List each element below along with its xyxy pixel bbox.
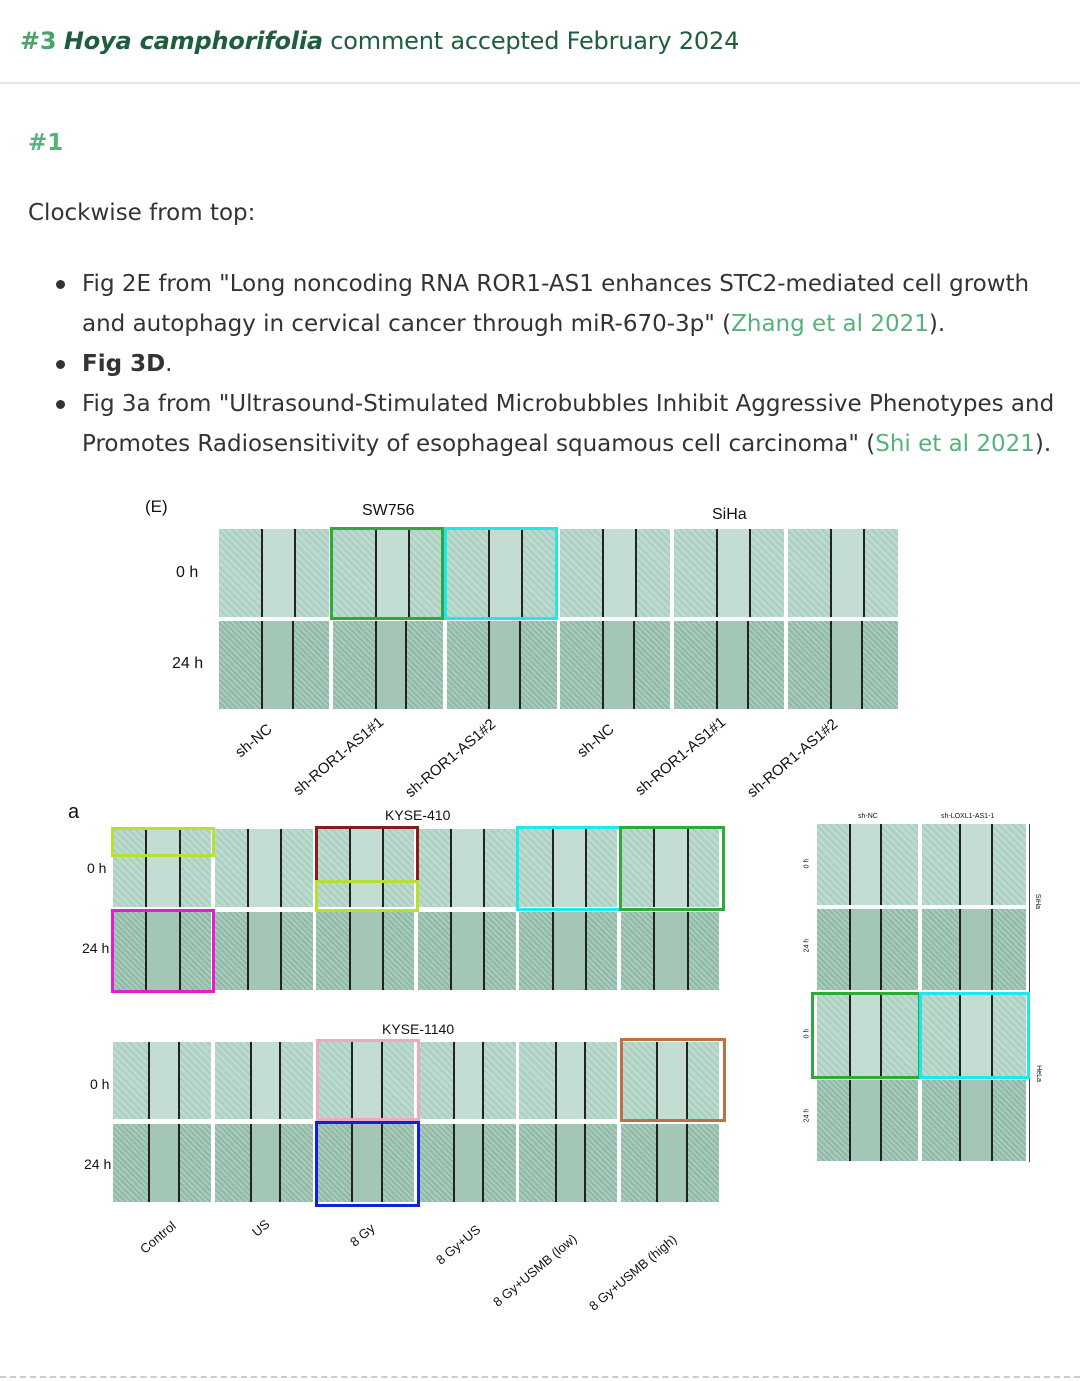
micrograph-panel	[214, 1042, 313, 1119]
micrograph-panel	[674, 621, 785, 709]
micrograph-panel	[214, 829, 313, 907]
micrograph-panel	[788, 529, 898, 617]
micrograph-panel	[922, 909, 1026, 990]
row-label: 24 h	[84, 1156, 112, 1172]
item-text: ).	[1034, 431, 1052, 457]
column-label: US	[249, 1216, 273, 1240]
item-text: ).	[928, 311, 946, 337]
micrograph-panel	[922, 824, 1026, 905]
micrograph-panel	[817, 1080, 918, 1161]
row-label: 24 h	[803, 1108, 811, 1123]
sub-comment-number: #1	[28, 130, 64, 156]
comment-status: comment accepted February 2024	[322, 27, 740, 55]
micrograph-panel	[519, 1124, 618, 1202]
column-label: sh-NC	[858, 813, 878, 820]
column-label: sh-NC	[574, 720, 618, 762]
micrograph-panel	[332, 621, 443, 709]
column-label: Control	[137, 1218, 179, 1257]
micrograph-panel	[219, 529, 329, 617]
list-item: Fig 3D.	[56, 344, 1058, 384]
micrograph-panel	[332, 529, 443, 617]
panel-label: (E)	[145, 497, 168, 516]
micrograph-panel	[113, 1124, 211, 1202]
comment-number: #3	[20, 27, 57, 55]
micrograph-panel	[519, 912, 618, 990]
item-text: Fig 2E from "Long noncoding RNA ROR1-AS1…	[82, 271, 1030, 337]
footer-divider	[0, 1376, 1080, 1378]
side-label: HeLa	[1034, 1065, 1042, 1082]
comment-title: #3 Hoya camphorifolia comment accepted F…	[20, 27, 739, 55]
micrograph-panel	[417, 912, 516, 990]
micrograph-panel	[214, 912, 313, 990]
micrograph-panel	[219, 621, 329, 709]
micrograph-panel	[446, 621, 557, 709]
item-text: .	[165, 351, 173, 377]
column-label: 8 Gy	[347, 1220, 378, 1250]
micrograph-panel	[674, 529, 785, 617]
item-text: Fig 3a from "Ultrasound-Stimulated Micro…	[82, 391, 1055, 457]
row-label: 0 h	[803, 858, 811, 869]
micrograph-panel	[817, 909, 918, 990]
micrograph-panel	[316, 1124, 415, 1202]
column-label: 8 Gy+US	[433, 1221, 484, 1268]
list-item: Fig 2E from "Long noncoding RNA ROR1-AS1…	[56, 264, 1058, 344]
column-label: sh-ROR1-AS1#2	[402, 715, 500, 802]
row-label: 0 h	[176, 564, 199, 581]
micrograph-panel	[316, 1042, 415, 1119]
zhang-link[interactable]: Zhang et al 2021	[731, 311, 929, 337]
micrograph-panel	[621, 1042, 719, 1119]
group-label: SiHa	[712, 506, 747, 523]
micrograph-panel	[560, 529, 671, 617]
micrograph-panel	[113, 1042, 211, 1119]
item-bold: Fig 3D	[82, 351, 166, 377]
micrograph-panel	[417, 1042, 516, 1119]
micrograph-panel	[113, 829, 211, 907]
row-label: 24 h	[803, 938, 811, 953]
species-name[interactable]: Hoya camphorifolia	[63, 27, 323, 55]
column-label: sh-LOXL1-AS1-1	[941, 813, 995, 820]
micrograph-panel	[560, 621, 671, 709]
column-label: 8 Gy+USMB (low)	[490, 1230, 580, 1310]
divider	[1029, 824, 1030, 1162]
column-label: sh-ROR1-AS1#2	[744, 715, 842, 802]
group-label: KYSE-1140	[382, 1021, 455, 1037]
column-label: sh-NC	[232, 720, 276, 762]
comment-header: #3 Hoya camphorifolia comment accepted F…	[0, 0, 1080, 84]
intro-text: Clockwise from top:	[28, 200, 256, 226]
side-label: SiHa	[1034, 893, 1042, 910]
column-label: sh-ROR1-AS1#1	[632, 713, 730, 800]
micrograph-panel	[446, 529, 557, 617]
micrograph-panel	[621, 829, 719, 907]
column-label: 8 Gy+USMB (high)	[586, 1231, 680, 1314]
micrograph-panel	[417, 829, 516, 907]
micrograph-panel	[922, 995, 1026, 1076]
micrograph-panel	[519, 829, 618, 907]
micrograph-panel	[817, 995, 918, 1076]
micrograph-panel	[417, 1124, 516, 1202]
group-label: KYSE-410	[385, 807, 451, 823]
micrograph-panel	[316, 912, 415, 990]
micrograph-panel	[922, 1080, 1026, 1161]
row-label: 24 h	[172, 655, 204, 672]
micrograph-panel	[316, 829, 415, 907]
shi-link[interactable]: Shi et al 2021	[875, 431, 1035, 457]
micrograph-panel	[621, 912, 719, 990]
micrograph-panel	[817, 824, 918, 905]
group-label: SW756	[362, 502, 415, 519]
source-list: Fig 2E from "Long noncoding RNA ROR1-AS1…	[28, 264, 1058, 464]
row-label: 0 h	[90, 1076, 110, 1092]
row-label: 0 h	[803, 1028, 811, 1039]
row-label: 0 h	[87, 860, 107, 876]
micrograph-panel	[788, 621, 898, 709]
column-label: sh-ROR1-AS1#1	[290, 713, 388, 800]
row-label: 24 h	[82, 940, 110, 956]
micrograph-panel	[113, 912, 211, 990]
micrograph-panel	[214, 1124, 313, 1202]
micrograph-panel	[621, 1124, 719, 1202]
micrograph-panel	[519, 1042, 618, 1119]
list-item: Fig 3a from "Ultrasound-Stimulated Micro…	[56, 384, 1058, 464]
panel-label: a	[68, 801, 80, 823]
